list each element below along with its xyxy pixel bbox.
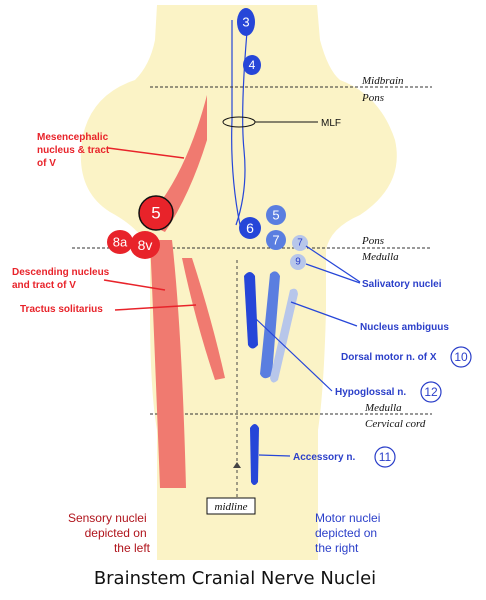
region-medulla-bottom: Medulla: [364, 402, 402, 414]
nucleus-9-salivatory: [290, 254, 306, 270]
descending-tract-v: [150, 240, 186, 488]
leader-accessory: [258, 454, 291, 457]
label-solitarius: Tractus solitarius: [20, 304, 103, 315]
label-badge-10: 10: [454, 350, 468, 364]
label-nucleus-8v: 8v: [138, 237, 153, 253]
leader-descending: [103, 279, 166, 291]
nucleus-7-motor: [266, 230, 286, 250]
label-nucleus-9-salivatory: 9: [295, 257, 301, 268]
label-mlf: MLF: [321, 118, 341, 129]
region-pons-top: Pons: [361, 92, 384, 104]
label-descending: Descending nucleus and tract of V: [12, 267, 112, 291]
nucleus-8a: [107, 230, 133, 254]
region-pons-bottom: Pons: [361, 235, 384, 247]
label-mesencephalic: Mesencephalic nucleus & tract of V: [37, 132, 112, 169]
label-hypoglossal: Hypoglossal n.: [335, 387, 406, 398]
region-cervical-cord: Cervical cord: [365, 418, 426, 430]
leader-ambiguus: [290, 301, 358, 327]
label-badge-12: 12: [424, 385, 438, 399]
diagram-title: Brainstem Cranial Nerve Nuclei: [94, 568, 376, 589]
label-dorsal-motor: Dorsal motor n. of X: [341, 352, 437, 363]
label-ambiguus: Nucleus ambiguus: [360, 322, 449, 333]
label-badge-11: 11: [379, 450, 392, 464]
label-nucleus-3: 3: [242, 15, 249, 30]
nucleus-5-sensory: [138, 195, 174, 231]
nucleus-6: [239, 217, 261, 239]
badge-10: [450, 346, 472, 368]
midline-arrow: [233, 462, 241, 468]
label-salivatory: Salivatory nuclei: [362, 279, 442, 290]
nucleus-3: [237, 8, 255, 36]
nucleus-5-motor: [266, 205, 286, 225]
hypoglossal-nucleus: [244, 272, 258, 349]
leader-solitarius: [114, 304, 197, 311]
accessory-nucleus: [250, 424, 259, 485]
label-nucleus-8a: 8a: [113, 235, 128, 250]
nucleus-4: [243, 55, 261, 75]
leader-mesencephalic: [107, 147, 185, 159]
region-medulla-top: Medulla: [361, 251, 399, 263]
label-nucleus-7-motor: 7: [272, 233, 279, 248]
brainstem-silhouette: [80, 5, 397, 560]
badge-11: [374, 446, 396, 468]
mlf-tract-left: [231, 20, 241, 226]
nucleus-8v: [130, 231, 160, 259]
badge-12: [420, 381, 442, 403]
leader-salivatory-7: [305, 245, 361, 283]
label-midline: midline: [215, 501, 248, 513]
nucleus-7-salivatory: [292, 235, 308, 251]
label-nucleus-5-motor: 5: [272, 208, 279, 223]
label-nucleus-5-sensory: 5: [151, 204, 160, 223]
leader-hypoglossal: [254, 317, 333, 392]
label-accessory: Accessory n.: [293, 452, 355, 463]
label-nucleus-6: 6: [246, 220, 254, 236]
region-midbrain: Midbrain: [361, 75, 404, 87]
label-nucleus-4: 4: [249, 58, 256, 72]
leader-salivatory-9: [305, 263, 361, 284]
caption-sensory: Sensory nuclei depicted on the left: [68, 511, 151, 555]
dorsal-motor-nucleus: [260, 271, 280, 379]
midline-box: [206, 497, 256, 515]
tractus-solitarius: [182, 258, 225, 380]
caption-motor: Motor nuclei depicted on the right: [315, 511, 384, 555]
nucleus-ambiguus: [270, 288, 298, 383]
label-nucleus-7-salivatory: 7: [297, 238, 303, 249]
